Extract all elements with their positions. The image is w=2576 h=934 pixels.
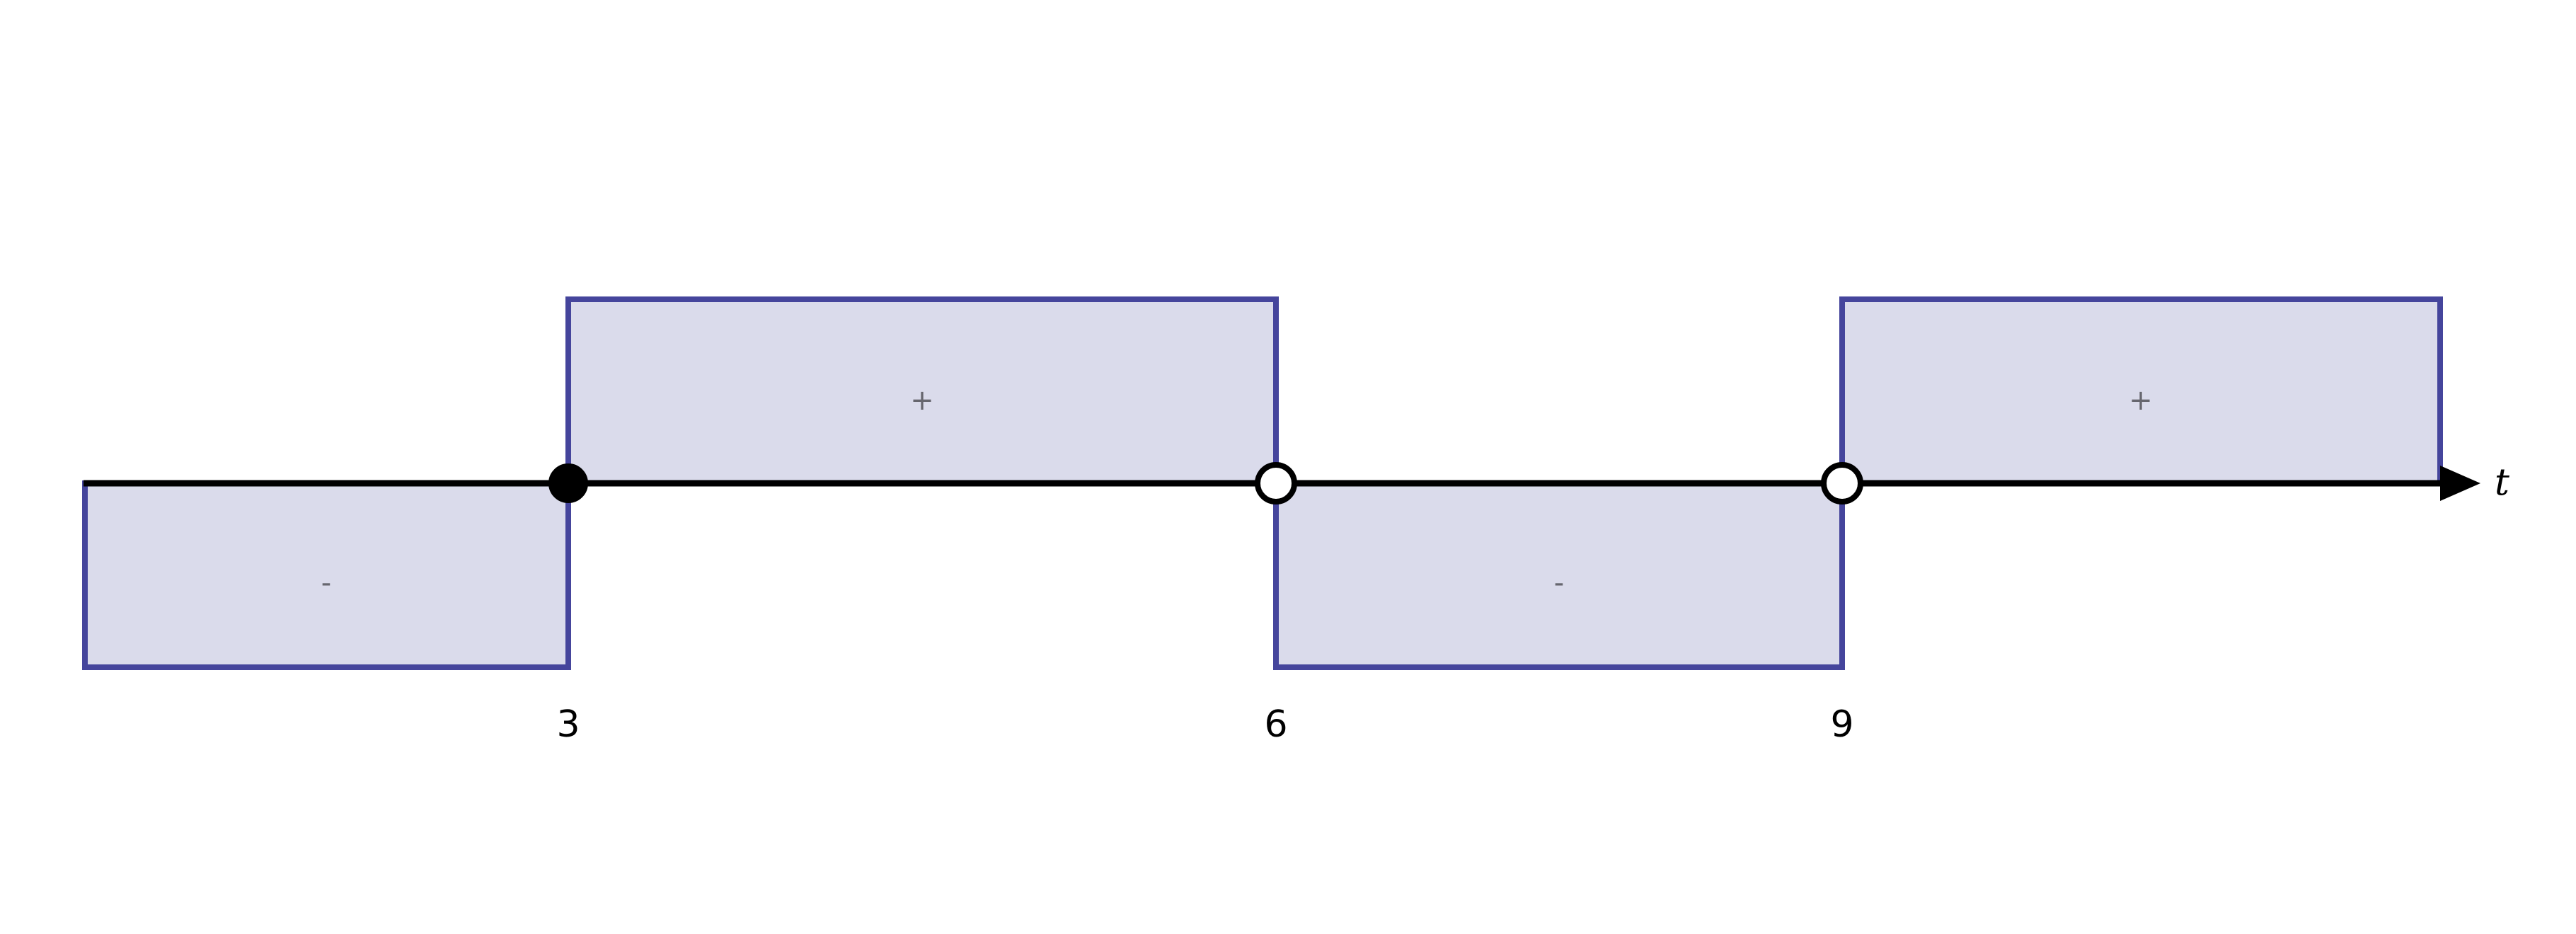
interval-sign-4: + (2129, 384, 2153, 417)
tick-label-1: 3 (556, 703, 580, 746)
axis-variable-label: t (2495, 462, 2509, 505)
axis-arrowhead-icon (2440, 466, 2480, 501)
interval-box-positive-2 (1839, 296, 2443, 486)
tick-label-3: 9 (1830, 703, 1853, 746)
interval-sign-1: - (321, 567, 331, 599)
interval-sign-3: - (1554, 567, 1564, 599)
critical-point-marker-1 (548, 463, 588, 503)
critical-point-marker-2 (1255, 462, 1297, 505)
critical-point-marker-3 (1821, 462, 1863, 505)
interval-sign-2: + (910, 384, 934, 417)
interval-box-negative-1 (82, 480, 571, 670)
tick-label-2: 6 (1264, 703, 1287, 746)
interval-box-positive-1 (565, 296, 1279, 486)
